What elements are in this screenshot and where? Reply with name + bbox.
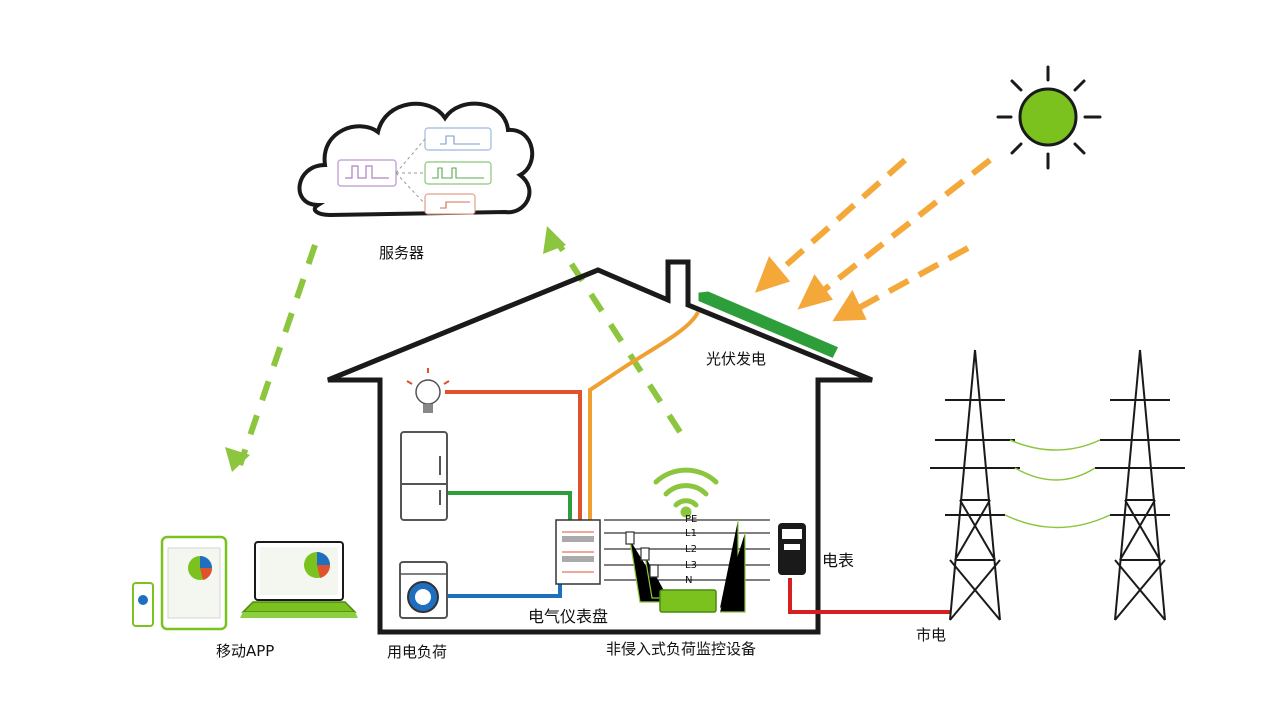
bus-label-pe: PE xyxy=(685,514,697,525)
laptop-icon xyxy=(240,541,358,618)
server-label: 服务器 xyxy=(379,244,425,262)
washer-icon xyxy=(399,561,448,619)
bulb-icon xyxy=(406,368,450,413)
pylon-icon xyxy=(930,349,1185,621)
mobile-app-label: 移动APP xyxy=(216,642,275,660)
tablet-icon xyxy=(160,535,228,631)
wires xyxy=(445,311,950,614)
cloud-icon xyxy=(297,101,535,218)
meter-label: 电表 xyxy=(822,551,855,570)
pv-label: 光伏发电 xyxy=(706,350,767,368)
arrow-head-up xyxy=(543,226,566,254)
bus-label-n: N xyxy=(685,575,692,586)
power-lines xyxy=(1004,439,1111,529)
nilm-device-label: 非侵入式负荷监控设备 xyxy=(606,640,757,658)
phone-icon xyxy=(132,582,154,627)
bus-line-labels: PE L1 L2 L3 N xyxy=(685,514,697,586)
meter-icon xyxy=(778,523,806,575)
sun-icon xyxy=(996,65,1102,170)
electrical-panel xyxy=(555,519,601,585)
fridge-icon xyxy=(400,431,448,521)
data-flow-arrows xyxy=(237,238,683,466)
wifi-icon xyxy=(653,467,719,518)
house-outline xyxy=(327,259,873,635)
nilm-device xyxy=(659,589,717,613)
bus-label-l2: L2 xyxy=(685,544,697,555)
grid-label: 市电 xyxy=(916,626,947,644)
bus-lines xyxy=(604,519,770,613)
panel-label: 电气仪表盘 xyxy=(528,607,609,626)
solar-panel xyxy=(698,291,839,358)
bus-label-l1: L1 xyxy=(685,528,697,539)
arrow-head-down xyxy=(225,447,250,472)
bus-label-l3: L3 xyxy=(685,560,697,571)
load-label: 用电负荷 xyxy=(387,643,448,661)
sunlight-arrows xyxy=(754,157,992,322)
